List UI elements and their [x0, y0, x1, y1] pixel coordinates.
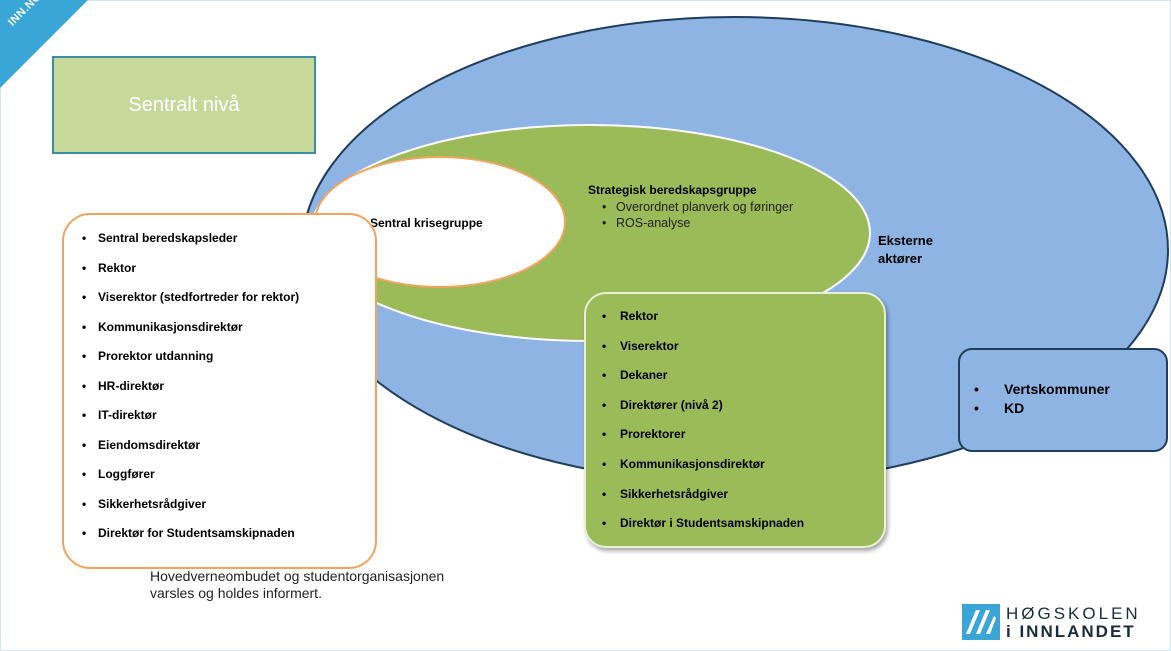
list-item: Vertskommuner [968, 380, 1110, 399]
strategisk-item: ROS-analyse [600, 216, 800, 230]
eksterne-label: Eksterne aktører [878, 233, 933, 266]
sentralt-niva-label: Sentralt nivå [128, 93, 240, 116]
list-item: Kommunikasjonsdirektør [70, 313, 299, 343]
list-item: Dekaner [590, 361, 804, 391]
list-item: Loggfører [70, 460, 299, 490]
sentralt-niva-box: Sentralt nivå [52, 56, 316, 154]
list-item: IT-direktør [70, 401, 299, 431]
krise-title: Sentral krisegruppe [370, 216, 483, 230]
list-item: Eiendomsdirektør [70, 431, 299, 461]
strategisk-title: Strategisk beredskapsgruppe [588, 183, 757, 197]
list-item: Rektor [590, 302, 804, 332]
logo-line2: i INNLANDET [1006, 622, 1136, 641]
hogskolen-logo: HØGSKOLEN i INNLANDET [962, 602, 1142, 642]
list-item: Rektor [70, 254, 299, 284]
list-item: Viserektor (stedfortreder for rektor) [70, 283, 299, 313]
list-item: Sikkerhetsrådgiver [590, 480, 804, 510]
list-item: Prorektorer [590, 420, 804, 450]
strategisk-list: Overordnet planverk og føringer ROS-anal… [600, 200, 800, 232]
list-item: Sikkerhetsrådgiver [70, 490, 299, 520]
list-item: Kommunikasjonsdirektør [590, 450, 804, 480]
beredskapsgruppe-members-list: Rektor Viserektor Dekaner Direktører (ni… [590, 302, 804, 539]
footnote: Hovedverneombudet og studentorganisasjon… [150, 568, 445, 601]
logo-line1: HØGSKOLEN [1006, 604, 1141, 623]
list-item: Direktører (nivå 2) [590, 391, 804, 421]
strategisk-item: Overordnet planverk og føringer [600, 200, 800, 214]
list-item: Direktør i Studentsamskipnaden [590, 509, 804, 539]
list-item: HR-direktør [70, 372, 299, 402]
list-item: Prorektor utdanning [70, 342, 299, 372]
list-item: Sentral beredskapsleder [70, 224, 299, 254]
list-item: KD [968, 399, 1110, 418]
list-item: Viserektor [590, 332, 804, 362]
list-item: Direktør for Studentsamskipnaden [70, 519, 299, 549]
eksterne-members-list: Vertskommuner KD [968, 380, 1110, 418]
logo-mark-icon [962, 604, 1000, 640]
krisegruppe-members-list: Sentral beredskapsleder Rektor Viserekto… [70, 224, 299, 549]
